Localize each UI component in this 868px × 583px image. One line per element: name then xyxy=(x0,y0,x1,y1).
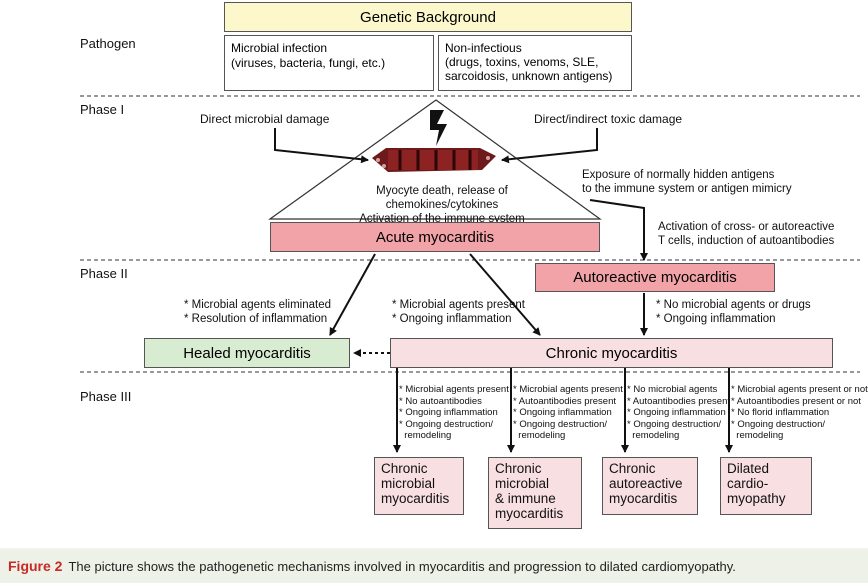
phase3-notes-col3: * No microbial agents * Autoantibodies p… xyxy=(627,384,730,442)
activation-label: Activation of cross- or autoreactive T c… xyxy=(658,220,834,248)
col4-note: * Microbial agents present or not xyxy=(731,384,868,395)
outcome2-line: Chronic xyxy=(495,461,542,476)
outcome1-line: microbial xyxy=(381,476,436,491)
outcome3-line: Chronic xyxy=(609,461,656,476)
col1-note: * Microbial agents present xyxy=(399,384,509,395)
exposure-arrow xyxy=(589,199,648,261)
no-agents-note-1: * No microbial agents or drugs xyxy=(656,299,811,311)
col3-note: remodeling xyxy=(627,430,680,441)
eliminated-notes: * Microbial agents eliminated * Resoluti… xyxy=(184,298,331,326)
microbial-infection-examples: (viruses, bacteria, fungi, etc.) xyxy=(231,56,386,70)
present-note-1: * Microbial agents present xyxy=(392,299,525,311)
outcome2-line: myocarditis xyxy=(495,506,564,521)
phase3-notes-col2: * Microbial agents present * Autoantibod… xyxy=(513,384,623,442)
col1-note: remodeling xyxy=(399,430,452,441)
outcome2-line: & immune xyxy=(495,491,556,506)
outcome1-line: Chronic xyxy=(381,461,428,476)
present-note-2: * Ongoing inflammation xyxy=(392,313,512,325)
acute-to-chronic-arrow xyxy=(469,253,541,336)
activation-line1: Activation of cross- or autoreactive xyxy=(658,221,835,233)
col2-note: * Microbial agents present xyxy=(513,384,623,395)
outcome-chronic-microbial: Chronic microbial myocarditis xyxy=(374,457,464,515)
chronic-myocarditis-box: Chronic myocarditis xyxy=(390,338,833,368)
col4-note: * No florid inflammation xyxy=(731,407,830,418)
col1-note: * Ongoing destruction/ xyxy=(399,418,494,430)
col4-note: * Ongoing destruction/ xyxy=(731,418,826,430)
myocarditis-pathogenesis-diagram: Pathogen Phase I Phase II Phase III Gene… xyxy=(0,0,868,548)
outcome4-line: Dilated xyxy=(727,461,770,476)
non-infectious-box: Non-infectious (drugs, toxins, venoms, S… xyxy=(438,35,632,91)
outcome4-line: myopathy xyxy=(727,491,786,506)
figure-label: Figure 2 xyxy=(8,558,63,574)
acute-myocarditis-box: Acute myocarditis xyxy=(270,222,600,252)
eliminated-note-2: * Resolution of inflammation xyxy=(184,313,328,325)
col2-note: * Ongoing inflammation xyxy=(513,407,612,418)
col2-note: remodeling xyxy=(513,430,566,441)
col1-note: * Ongoing inflammation xyxy=(399,407,498,418)
phase-label-pathogen: Pathogen xyxy=(80,36,136,51)
healed-myocarditis-box: Healed myocarditis xyxy=(144,338,350,368)
present-notes: * Microbial agents present * Ongoing inf… xyxy=(392,298,525,326)
outcome3-line: myocarditis xyxy=(609,491,678,506)
no-agents-note-2: * Ongoing inflammation xyxy=(656,313,776,325)
outcome-dilated-cardiomyopathy: Dilated cardio- myopathy xyxy=(720,457,812,515)
toxic-damage-arrow xyxy=(501,128,598,164)
phase3-notes-col1: * Microbial agents present * No autoanti… xyxy=(399,384,509,442)
outcome2-line: microbial xyxy=(495,476,550,491)
col3-note: * Ongoing destruction/ xyxy=(627,418,722,430)
non-infectious-title: Non-infectious xyxy=(445,41,522,55)
col3-note: * No microbial agents xyxy=(627,384,718,395)
acute-to-healed-arrow xyxy=(329,253,376,336)
figure-caption-text: The picture shows the pathogenetic mecha… xyxy=(68,559,736,574)
outcome4-line: cardio- xyxy=(727,476,769,491)
col2-note: * Autoantibodies present xyxy=(513,395,616,407)
outcome-chronic-autoreactive: Chronic autoreactive myocarditis xyxy=(602,457,698,515)
outcome1-line: myocarditis xyxy=(381,491,450,506)
col2-note: * Ongoing destruction/ xyxy=(513,418,608,430)
myocyte-death-label: Myocyte death, release of chemokines/cyt… xyxy=(322,184,562,226)
phase-label-3: Phase III xyxy=(80,389,132,404)
autoreactive-myocarditis-box: Autoreactive myocarditis xyxy=(535,263,775,292)
col1-note: * No autoantibodies xyxy=(399,395,482,407)
exposure-label: Exposure of normally hidden antigens to … xyxy=(582,168,792,196)
activation-line2: T cells, induction of autoantibodies xyxy=(658,235,835,247)
phase-label-1: Phase I xyxy=(80,102,125,117)
col3-note: * Ongoing inflammation xyxy=(627,407,726,418)
microbial-infection-title: Microbial infection xyxy=(231,41,328,55)
exposure-line1: Exposure of normally hidden antigens xyxy=(582,169,775,181)
phase3-notes-col4: * Microbial agents present or not * Auto… xyxy=(731,384,868,442)
myocyte-death-line1: Myocyte death, release of chemokines/cyt… xyxy=(376,185,508,211)
toxic-damage-label: Direct/indirect toxic damage xyxy=(534,112,683,126)
outcome-chronic-microbial-immune: Chronic microbial & immune myocarditis xyxy=(488,457,582,529)
genetic-background-box: Genetic Background xyxy=(224,2,632,32)
col4-note: * Autoantibodies present or not xyxy=(731,395,861,407)
non-infectious-examples-2: sarcoidosis, unknown antigens) xyxy=(445,69,613,83)
direct-damage-label: Direct microbial damage xyxy=(200,112,330,126)
microbial-infection-box: Microbial infection (viruses, bacteria, … xyxy=(224,35,434,91)
col3-note: * Autoantibodies present xyxy=(627,395,730,407)
phase-label-2: Phase II xyxy=(80,266,128,281)
lightning-bolt-icon xyxy=(430,110,447,146)
outcome3-line: autoreactive xyxy=(609,476,683,491)
myocyte-fiber-icon xyxy=(372,148,496,172)
eliminated-note-1: * Microbial agents eliminated xyxy=(184,299,332,311)
col4-note: remodeling xyxy=(731,430,784,441)
diagram-connectors xyxy=(80,95,860,453)
no-agents-notes: * No microbial agents or drugs * Ongoing… xyxy=(656,298,811,326)
exposure-line2: to the immune system or antigen mimicry xyxy=(582,183,792,195)
figure-caption: Figure 2 The picture shows the pathogenet… xyxy=(0,550,868,583)
non-infectious-examples-1: (drugs, toxins, venoms, SLE, xyxy=(445,55,599,69)
direct-damage-arrow xyxy=(274,128,369,164)
